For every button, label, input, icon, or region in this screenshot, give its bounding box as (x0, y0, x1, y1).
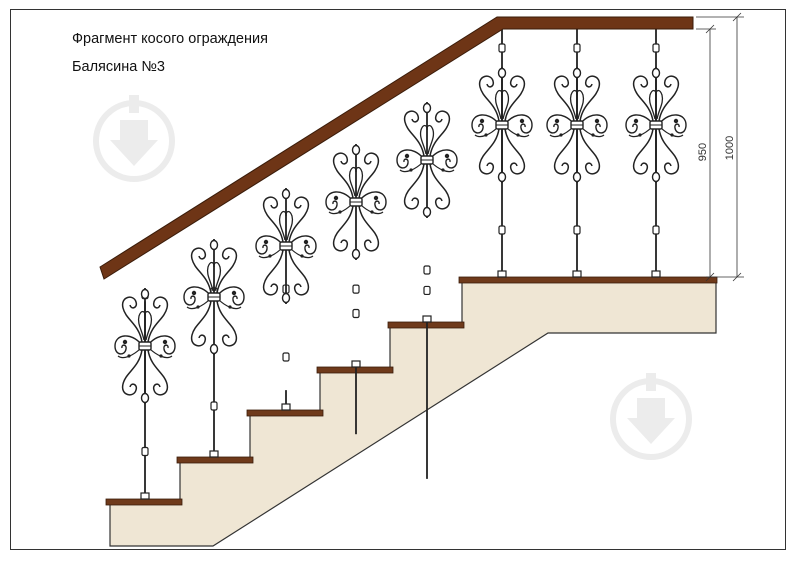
baluster (396, 101, 458, 479)
tread-6 (458, 276, 718, 284)
tread-5 (387, 321, 465, 329)
baluster (471, 29, 533, 278)
drawing-subtitle: Балясина №3 (72, 59, 165, 75)
handrail (99, 16, 694, 280)
drawing-title: Фрагмент косого ограждения (72, 31, 268, 47)
balusters (114, 29, 687, 500)
baluster (255, 187, 317, 411)
drawing-frame (10, 9, 786, 550)
baluster (546, 29, 608, 278)
dimension-950: 950 (697, 143, 709, 161)
baluster (183, 238, 245, 458)
download-arrow-icon (93, 95, 175, 182)
tread-2 (176, 456, 254, 464)
tread-4 (316, 366, 394, 374)
dimension-1000: 1000 (724, 136, 736, 160)
tread-3 (246, 409, 324, 417)
baluster (325, 143, 387, 435)
tread-1 (105, 498, 183, 506)
baluster (114, 287, 176, 500)
baluster (625, 29, 687, 278)
dimension-lines (696, 12, 744, 282)
download-arrow-icon (610, 373, 692, 460)
